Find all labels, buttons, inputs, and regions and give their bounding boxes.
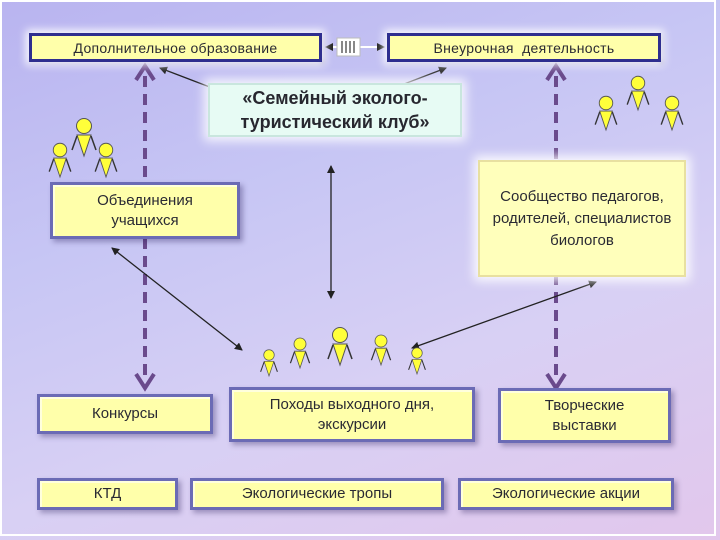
box-konkursy: Конкурсы <box>37 394 213 434</box>
box-soobshchestvo: Сообщество педагогов, родителей, специал… <box>478 160 686 277</box>
box-obedineniya-label: Объединения учащихся <box>97 191 193 229</box>
box-pohody-label: Походы выходного дня, экскурсии <box>269 395 435 433</box>
box-soobshchestvo-label: Сообщество педагогов, родителей, специал… <box>492 187 672 249</box>
box-club: «Семейный эколого-туристический клуб» <box>208 83 462 137</box>
connector-obed-pohody <box>111 247 243 351</box>
person-figure-icon <box>408 347 426 376</box>
box-vystavki: Творческие выставки <box>498 388 671 443</box>
person-figure-icon <box>260 349 278 378</box>
person-figure-icon <box>289 337 311 370</box>
person-figure-icon <box>594 95 618 132</box>
box-tropy-label: Экологические тропы <box>241 485 393 502</box>
box-vneurochnaya: Внеурочная деятельность <box>387 33 661 62</box>
box-dop-obrazovanie: Дополнительное образование <box>29 33 322 62</box>
box-akcii-label: Экологические акции <box>491 485 640 502</box>
person-figure-icon <box>71 118 97 158</box>
box-vystavki-label: Творческие выставки <box>544 396 625 434</box>
box-ktd: КТД <box>37 478 178 510</box>
person-figure-icon <box>48 142 72 179</box>
box-vneurochnaya-label: Внеурочная деятельность <box>433 39 615 56</box>
person-figure-icon <box>327 327 353 367</box>
box-ktd-label: КТД <box>93 485 122 502</box>
box-club-label: «Семейный эколого-туристический клуб» <box>240 88 430 132</box>
box-konkursy-label: Конкурсы <box>91 405 159 422</box>
box-akcii: Экологические акции <box>458 478 674 510</box>
box-tropy: Экологические тропы <box>190 478 444 510</box>
box-dop-obrazovanie-label: Дополнительное образование <box>73 39 278 56</box>
box-pohody: Походы выходного дня, экскурсии <box>229 387 475 442</box>
box-obedineniya: Объединения учащихся <box>50 182 240 239</box>
person-figure-icon <box>94 142 118 179</box>
double-arrow-icon <box>325 37 385 57</box>
person-figure-icon <box>370 334 392 367</box>
person-figure-icon <box>660 95 684 132</box>
person-figure-icon <box>626 75 650 112</box>
connector-soob-pohody <box>411 280 597 350</box>
